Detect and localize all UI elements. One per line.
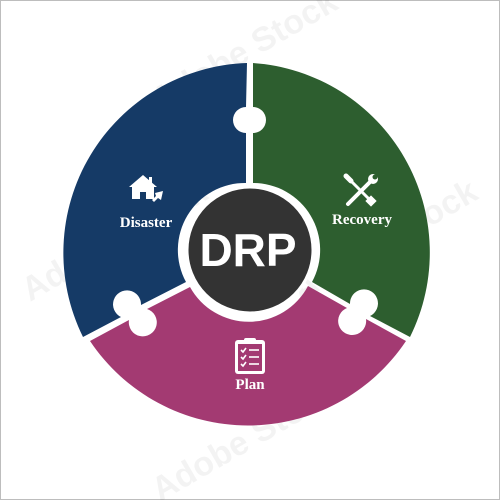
center-label: DRP [199, 224, 296, 276]
center-circle [185, 185, 315, 315]
segment-label-disaster: Disaster [120, 215, 173, 231]
segment-label-plan: Plan [235, 377, 265, 393]
segment-recovery [253, 63, 430, 337]
segment-label-recovery: Recovery [332, 212, 392, 228]
house-damage-icon [129, 175, 163, 202]
clipboard-checklist-icon [235, 338, 265, 374]
